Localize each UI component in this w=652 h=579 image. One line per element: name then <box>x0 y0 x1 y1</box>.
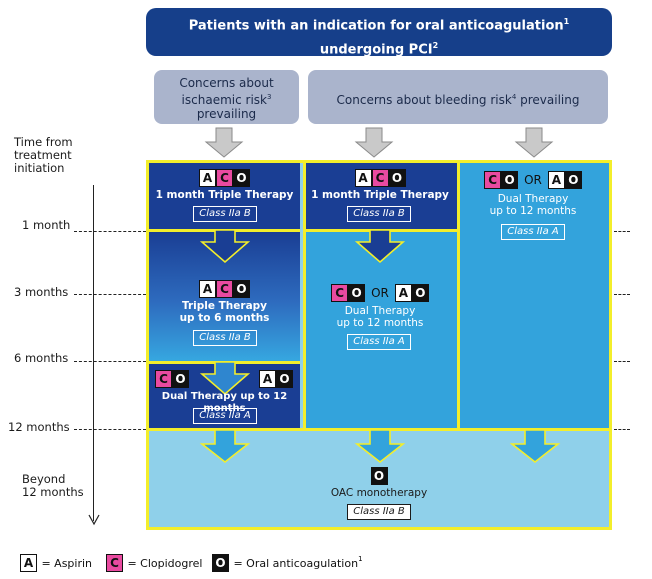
oac-token: O <box>501 171 519 189</box>
oac-token: O <box>172 370 189 388</box>
aspirin-token: A <box>199 280 216 298</box>
legend-oac-sup: 1 <box>358 554 363 563</box>
dash-12-months-left <box>74 429 146 430</box>
aspirin-token: A <box>354 169 372 187</box>
clopidogrel-token: C <box>216 280 233 298</box>
bleeding-a-first-label: 1 month Triple Therapy <box>311 189 449 201</box>
ischaemic-second-label: Triple Therapy up to 6 months <box>179 300 270 324</box>
dash-1-month-left <box>74 231 146 232</box>
oac-token: O <box>348 284 366 302</box>
arrow-ischaemic-1 <box>199 229 251 264</box>
arrow-ischaemic-3 <box>199 429 251 464</box>
label-6-months: 6 months <box>14 351 69 365</box>
time-axis-line <box>93 185 94 521</box>
oac-token: O <box>212 554 229 572</box>
label-beyond-12-months: Beyond 12 months <box>22 472 84 499</box>
oac-token: O <box>233 280 250 298</box>
clopidogrel-token: C <box>155 370 172 388</box>
arrow-bleeding-a-1 <box>354 229 406 264</box>
aspirin-token: A <box>394 284 412 302</box>
arrow-bleeding-b <box>509 429 561 464</box>
dash-6-months-right <box>614 361 630 362</box>
time-axis-arrowhead <box>88 514 100 526</box>
dash-6-months-left <box>74 361 146 362</box>
beyond-class: Class IIa B <box>347 504 411 520</box>
oac-token: O <box>411 284 429 302</box>
dash-3-months-right <box>614 294 630 295</box>
bleeding-a-first-class: Class IIa B <box>347 206 411 222</box>
ischaemic-first-label: 1 month Triple Therapy <box>155 189 294 201</box>
oac-token: O <box>276 370 293 388</box>
legend-aspirin-text: = Aspirin <box>41 557 93 571</box>
ischaemic-second-class: Class IIa B <box>193 330 257 346</box>
arrow-bleeding-a-2 <box>354 429 406 464</box>
bleeding-a-second-class: Class IIa A <box>347 334 411 350</box>
grey-arrow-ischaemic <box>204 127 244 158</box>
label-12-months: 12 months <box>8 420 70 434</box>
arrow-ischaemic-2 <box>199 361 251 396</box>
label-1-month: 1 month <box>22 218 71 232</box>
aspirin-token: A <box>259 370 276 388</box>
clopidogrel-token: C <box>371 169 389 187</box>
or-label: OR <box>524 173 542 187</box>
clopidogrel-token: C <box>106 554 123 572</box>
beyond-token: O <box>149 467 609 485</box>
bleeding-b-panel <box>457 163 609 428</box>
legend-oac: O = Oral anticoagulation1 <box>212 554 363 572</box>
label-3-months: 3 months <box>14 285 69 299</box>
or-label: OR <box>371 286 389 300</box>
oac-token: O <box>370 467 388 485</box>
aspirin-token: A <box>199 169 216 187</box>
ischaemic-first-class: Class IIa B <box>193 206 257 222</box>
aspirin-token: A <box>547 171 565 189</box>
legend-oac-text: = Oral anticoagulation <box>233 557 359 571</box>
clopidogrel-token: C <box>331 284 349 302</box>
legend-aspirin: A = Aspirin <box>20 554 92 572</box>
dash-1-month-right <box>614 231 630 232</box>
bleeding-b-label: Dual Therapy up to 12 months <box>489 193 577 217</box>
time-axis-title: Time from treatment initiation <box>14 135 73 175</box>
oac-monotherapy-label: OAC monotherapy <box>330 487 428 499</box>
legend-clopidogrel-text: = Clopidogrel <box>127 557 203 571</box>
aspirin-token: A <box>20 554 37 572</box>
ischaemic-risk-box: Concerns about ischaemic risk3 prevailin… <box>154 70 299 124</box>
dash-3-months-left <box>74 294 146 295</box>
diagram-title: Patients with an indication for oral ant… <box>146 8 612 58</box>
legend-clopidogrel: C = Clopidogrel <box>106 554 202 572</box>
ischaemic-third-class: Class IIa A <box>193 408 257 424</box>
oac-token: O <box>233 169 250 187</box>
dash-12-months-right <box>614 429 630 430</box>
bleeding-a-second-label: Dual Therapy up to 12 months <box>336 305 424 329</box>
grey-arrow-bleeding-a <box>354 127 394 158</box>
oac-token: O <box>388 169 406 187</box>
clopidogrel-token: C <box>216 169 233 187</box>
clopidogrel-token: C <box>484 171 502 189</box>
oac-token: O <box>564 171 582 189</box>
bleeding-b-class: Class IIa A <box>501 224 565 240</box>
bleeding-risk-box: Concerns about bleeding risk4 prevailing <box>308 70 608 124</box>
grey-arrow-bleeding-b <box>514 127 554 158</box>
